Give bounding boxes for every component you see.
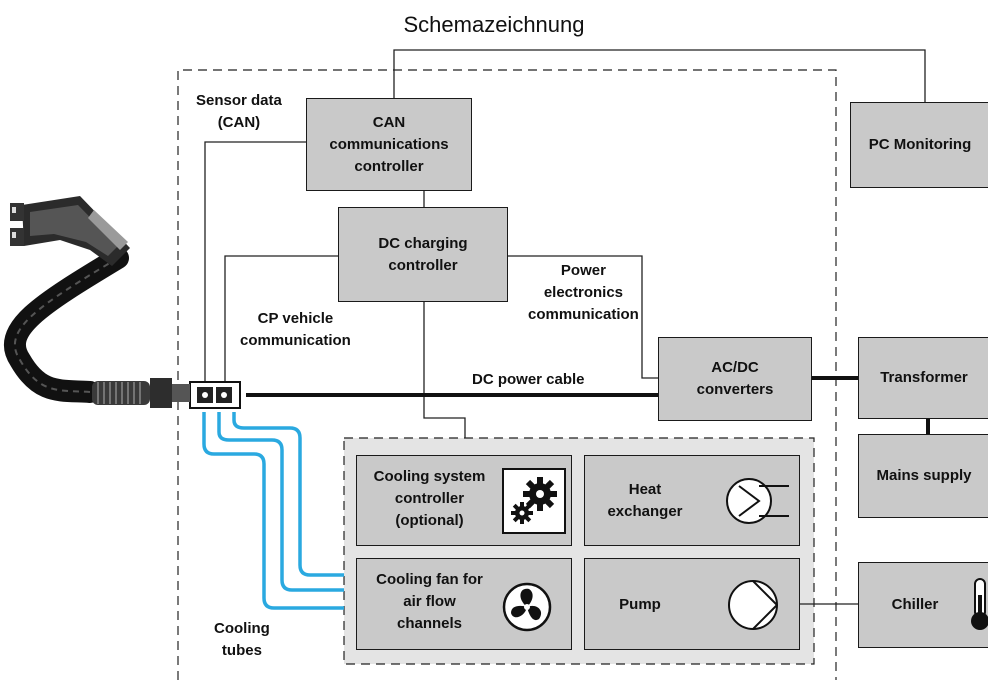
- csc-line2: controller: [394, 490, 465, 507]
- power-electronics-line3: communication: [528, 306, 639, 323]
- dc-charging-controller-box: DC charging controller: [338, 207, 508, 302]
- cooling-fan-line1: Cooling fan for: [376, 571, 483, 588]
- pump-box: Pump: [584, 558, 800, 650]
- cooling-tubes-line1: Cooling: [214, 620, 270, 637]
- cooling-fan-label: Cooling fan for air flow channels: [357, 569, 502, 635]
- mains-supply-box: Mains supply: [858, 434, 988, 518]
- cooling-tubes: [202, 412, 344, 610]
- cp-vehicle-label: CP vehicle communication: [240, 308, 351, 352]
- power-electronics-label: Power electronics communication: [528, 260, 639, 326]
- thermometer-icon: [971, 578, 988, 630]
- ac-dc-line2: converters: [696, 381, 774, 398]
- cooling-system-controller-box: Cooling system controller (optional): [356, 455, 572, 546]
- fan-icon: [502, 582, 552, 632]
- can-line3: controller: [354, 157, 424, 175]
- gears-icon: [502, 468, 566, 534]
- pump-label: Pump: [619, 596, 661, 613]
- cooling-fan-line2: air flow: [403, 593, 456, 610]
- cooling-tubes-line2: tubes: [221, 642, 262, 659]
- cooling-tubes-label: Cooling tubes: [214, 618, 270, 662]
- dc-power-cable-label: DC power cable: [472, 371, 585, 388]
- heat-exchanger-line1: Heat: [628, 481, 662, 498]
- charging-connector-icon: [4, 196, 190, 408]
- cp-vehicle-line2: communication: [240, 332, 351, 349]
- can-line2: communications: [329, 135, 449, 153]
- can-line1: CAN: [372, 113, 406, 131]
- dc-charging-line1: DC charging: [378, 234, 468, 252]
- cp-vehicle-line1: CP vehicle: [257, 310, 334, 327]
- csc-line3: (optional): [395, 512, 464, 529]
- can-controller-box: CAN communications controller: [306, 98, 472, 191]
- diagram-title: Schemazeichnung: [403, 12, 585, 37]
- sensor-data-line2: (CAN): [217, 114, 261, 131]
- heat-exchanger-icon: [726, 478, 789, 524]
- heat-exchanger-box: Heat exchanger: [584, 455, 800, 546]
- chiller-box: Chiller: [858, 562, 988, 648]
- sensor-data-label: Sensor data (CAN): [196, 90, 282, 134]
- pump-icon: [728, 580, 778, 630]
- heat-exchanger-line2: exchanger: [607, 503, 683, 520]
- pc-monitoring-box: PC Monitoring: [850, 102, 988, 188]
- transformer-box: Transformer: [858, 337, 988, 419]
- heat-exchanger-label: Heat exchanger: [585, 479, 705, 523]
- ac-dc-line1: AC/DC: [711, 359, 759, 376]
- sensor-data-line1: Sensor data: [196, 92, 282, 109]
- ac-dc-converters-box: AC/DC converters: [658, 337, 812, 421]
- cooling-system-controller-label: Cooling system controller (optional): [357, 466, 502, 532]
- power-electronics-line1: Power: [560, 262, 606, 279]
- chiller-label: Chiller: [891, 596, 939, 613]
- system-boundary: [177, 69, 837, 680]
- power-electronics-line2: electronics: [543, 284, 624, 301]
- connector-plug: [189, 381, 241, 409]
- csc-line1: Cooling system: [373, 468, 486, 485]
- cooling-fan-line3: channels: [396, 615, 463, 632]
- cooling-fan-box: Cooling fan for air flow channels: [356, 558, 572, 650]
- dc-charging-line2: controller: [388, 256, 458, 274]
